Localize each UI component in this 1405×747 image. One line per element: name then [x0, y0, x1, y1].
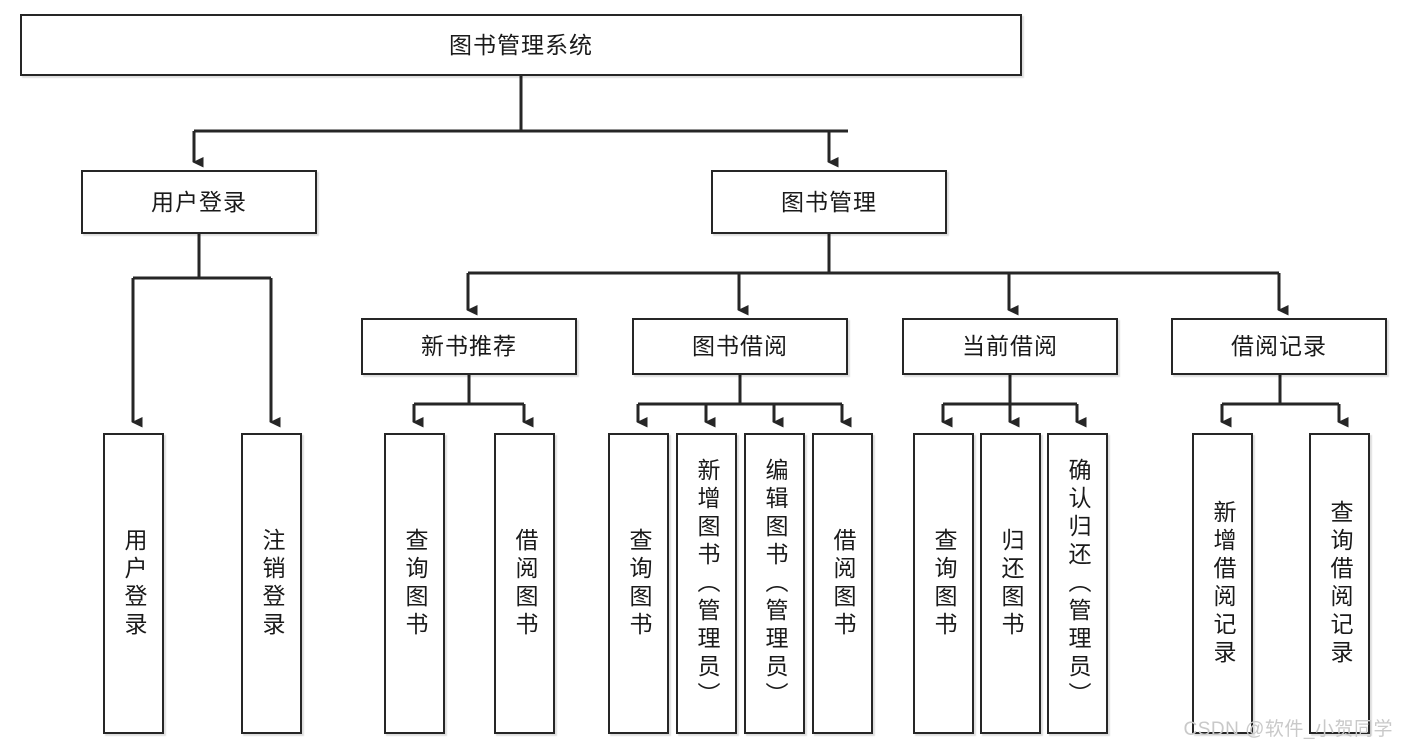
node-leaf-borrow-book-2-label: 借阅图书 [830, 527, 856, 640]
node-user-login-label: 用户登录 [151, 188, 247, 215]
node-borrow-record-label: 借阅记录 [1231, 333, 1327, 360]
node-leaf-query-book-1-label: 查询图书 [402, 527, 428, 640]
node-leaf-user-logout-label: 注销登录 [259, 527, 285, 640]
node-leaf-return-book[interactable]: 归还图书 [980, 433, 1041, 734]
node-new-book-rec-label: 新书推荐 [421, 333, 517, 360]
node-leaf-edit-book-label: 编辑图书（管理员） [762, 457, 788, 710]
node-leaf-borrow-book-1[interactable]: 借阅图书 [494, 433, 555, 734]
node-leaf-add-book[interactable]: 新增图书（管理员） [676, 433, 737, 734]
node-leaf-add-record-label: 新增借阅记录 [1210, 499, 1236, 668]
node-leaf-user-login-label: 用户登录 [121, 527, 147, 640]
node-root-label: 图书管理系统 [449, 31, 593, 58]
node-leaf-return-book-label: 归还图书 [998, 527, 1024, 640]
node-leaf-query-book-2[interactable]: 查询图书 [608, 433, 669, 734]
node-leaf-user-logout[interactable]: 注销登录 [241, 433, 302, 734]
node-new-book-rec[interactable]: 新书推荐 [361, 318, 577, 375]
node-leaf-query-record[interactable]: 查询借阅记录 [1309, 433, 1370, 734]
csdn-watermark: CSDN @软件_小贺同学 [1183, 719, 1393, 740]
node-borrow-record[interactable]: 借阅记录 [1171, 318, 1387, 375]
node-book-borrow[interactable]: 图书借阅 [632, 318, 848, 375]
node-leaf-borrow-book-1-label: 借阅图书 [512, 527, 538, 640]
node-leaf-confirm-return[interactable]: 确认归还（管理员） [1047, 433, 1108, 734]
node-root[interactable]: 图书管理系统 [20, 14, 1022, 76]
node-leaf-borrow-book-2[interactable]: 借阅图书 [812, 433, 873, 734]
node-leaf-add-book-label: 新增图书（管理员） [694, 457, 720, 710]
node-leaf-query-book-3-label: 查询图书 [931, 527, 957, 640]
node-leaf-query-book-3[interactable]: 查询图书 [913, 433, 974, 734]
node-current-borrow[interactable]: 当前借阅 [902, 318, 1118, 375]
node-current-borrow-label: 当前借阅 [962, 333, 1058, 360]
node-leaf-query-book-2-label: 查询图书 [626, 527, 652, 640]
node-book-borrow-label: 图书借阅 [692, 333, 788, 360]
node-book-manage[interactable]: 图书管理 [711, 170, 947, 234]
node-leaf-user-login[interactable]: 用户登录 [103, 433, 164, 734]
node-leaf-add-record[interactable]: 新增借阅记录 [1192, 433, 1253, 734]
node-leaf-edit-book[interactable]: 编辑图书（管理员） [744, 433, 805, 734]
node-leaf-query-book-1[interactable]: 查询图书 [384, 433, 445, 734]
node-book-manage-label: 图书管理 [781, 188, 877, 215]
node-leaf-query-record-label: 查询借阅记录 [1327, 499, 1353, 668]
node-user-login[interactable]: 用户登录 [81, 170, 317, 234]
node-leaf-confirm-return-label: 确认归还（管理员） [1065, 457, 1091, 710]
